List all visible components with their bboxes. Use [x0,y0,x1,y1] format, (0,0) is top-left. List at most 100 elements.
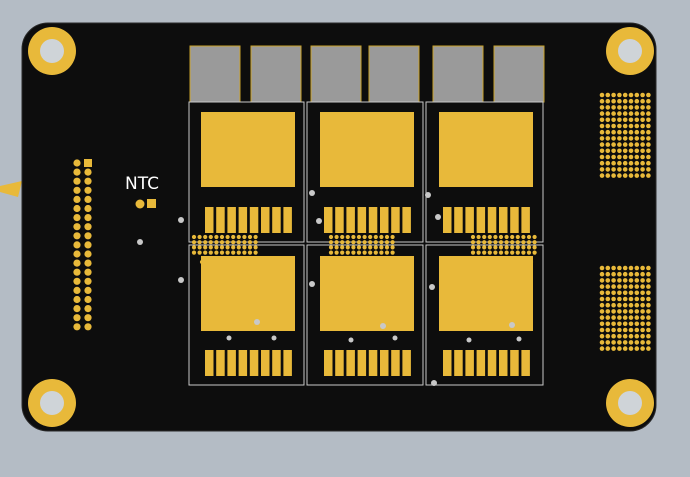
via [225,240,230,245]
via [203,240,208,245]
via [247,240,253,245]
via [482,245,487,250]
header-pin [84,259,92,267]
via [487,245,492,250]
finger-pad [368,207,378,233]
via [510,245,515,250]
pad-dot [599,117,605,123]
header-pin [84,268,92,276]
via [532,234,537,240]
pad-dot [640,290,645,296]
via [220,259,226,265]
via [203,250,208,255]
via [390,250,395,255]
pad-dot [617,265,622,271]
via [356,250,362,255]
via [504,240,509,245]
via [500,259,506,265]
header-pin [84,286,92,294]
via [510,240,515,245]
via [498,250,504,255]
pad-dot [640,315,645,320]
via [521,240,526,245]
header-pin [84,232,92,240]
finger-pad [205,207,214,233]
finger-pad [238,207,248,233]
pad-dot [611,98,616,104]
pad-dot [634,333,640,339]
via [493,234,498,240]
via [231,240,236,245]
header-pin [73,314,81,322]
pad-dot [634,105,640,110]
pad-dot [617,333,622,339]
via [206,259,212,265]
via [208,245,213,250]
via [390,245,395,250]
pad-dot [605,296,611,302]
via [510,250,515,255]
pad-dot [628,340,634,345]
finger-pad [487,207,497,233]
header-pin [73,241,81,249]
via [231,234,236,240]
pad-dot [617,148,622,154]
via [242,250,247,255]
via [362,250,367,255]
pad-dot [634,327,640,333]
header-pin [84,250,92,258]
pad-dot [599,265,605,271]
finger-pad [499,207,508,233]
via [253,234,258,240]
via [328,234,334,240]
pad-dot [617,167,622,172]
via [493,259,499,265]
via [334,250,339,255]
via [336,259,342,265]
pad-dot [611,296,616,302]
pad-dot [605,123,611,129]
pad-dot [622,136,628,141]
pin-header-connector[interactable] [73,159,92,331]
pad-dot [628,315,634,320]
pad-dot [634,92,640,98]
finger-pad [216,350,225,376]
pad-dot [628,309,634,314]
pad-dot [628,117,634,123]
pad-dot [611,315,616,320]
via [219,245,225,250]
pad-dot [640,117,645,123]
side-arrow-marker [0,181,22,197]
via [191,240,197,245]
via [515,245,520,250]
pad-dot [617,129,622,135]
finger-pad [346,350,355,376]
pad-dot [617,154,622,160]
finger-pad [346,207,355,233]
header-pin [84,305,92,313]
via [487,240,492,245]
header-pin [84,277,92,285]
pad-dot [617,123,622,129]
via [390,234,395,240]
via [340,240,345,245]
via [486,259,492,265]
pad-dot [599,290,605,296]
finger-pad [510,207,519,233]
pad-dot [599,148,605,154]
via [470,234,476,240]
die-pads [201,112,533,331]
via [368,245,373,250]
pad-dot [611,136,616,141]
pad-dot [640,136,645,141]
pad-dot [617,105,622,110]
via [532,250,537,255]
pad-dot [599,142,605,147]
pad-dot [622,167,628,172]
pad-dot [646,271,651,277]
pad-dot [628,333,634,339]
pad-dot [628,136,634,141]
pad-dot [611,333,616,339]
via [247,245,253,250]
